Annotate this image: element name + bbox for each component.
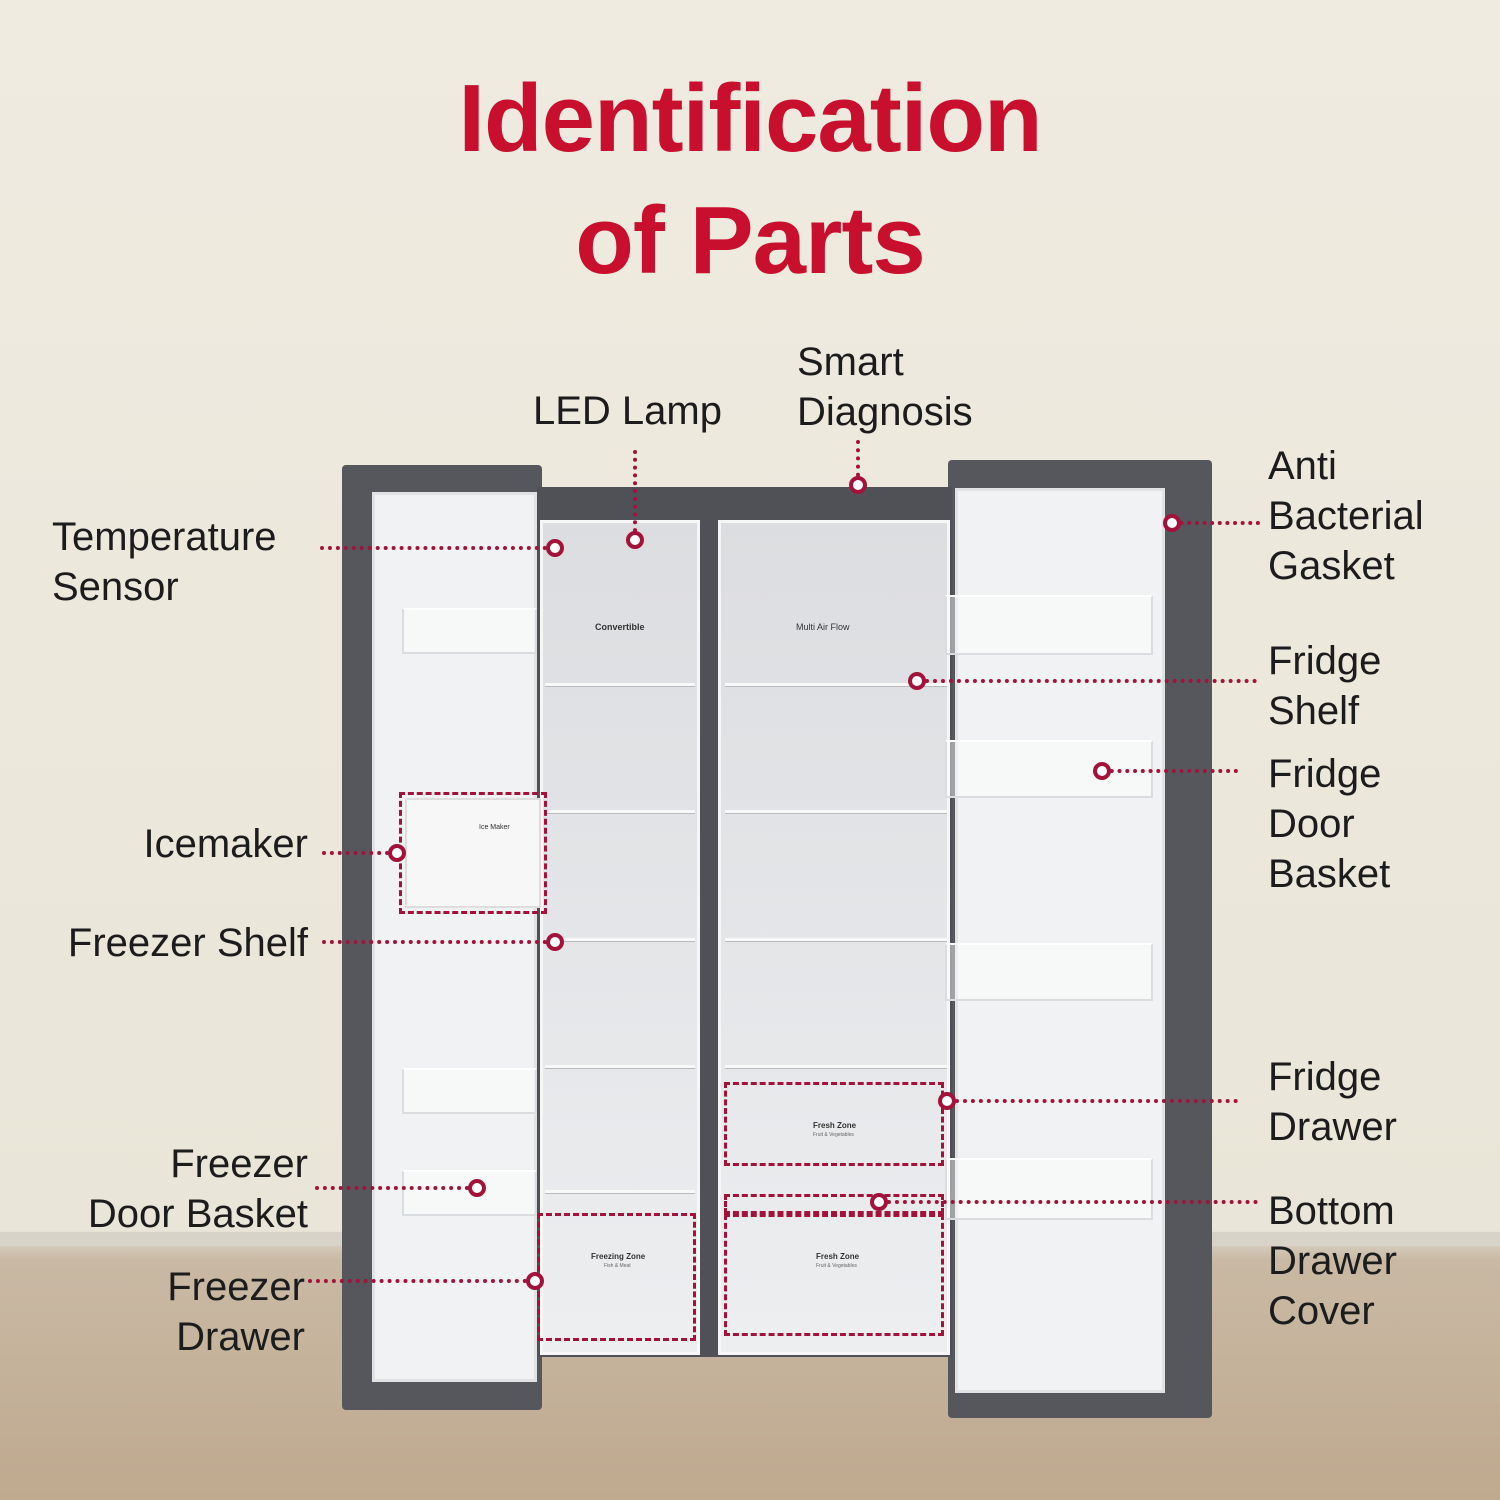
- smart-diagnosis-marker: [849, 476, 867, 494]
- callout-leader-line: [633, 450, 637, 540]
- door-bin: [402, 1170, 537, 1216]
- label-freezer-door-basket: Freezer Door Basket: [87, 1142, 308, 1236]
- door-bin: [402, 608, 537, 654]
- label-fridge-drawer: Fridge Drawer: [1268, 1055, 1397, 1149]
- callout-leader-line: [1172, 521, 1260, 525]
- callout-leader-line: [322, 851, 397, 855]
- callout-leader-line: [1102, 769, 1238, 773]
- led-lamp-marker: [626, 531, 644, 549]
- door-bin: [945, 943, 1153, 1001]
- fridge-drawer-highlight: [724, 1082, 944, 1166]
- shelf: [725, 1065, 947, 1069]
- freezer-drawer-marker: [526, 1272, 544, 1290]
- callout-leader-line: [322, 940, 555, 944]
- label-bottom-drawer-cover: Bottom Drawer Cover: [1268, 1189, 1397, 1333]
- page-title-line2: of Parts: [575, 187, 925, 294]
- callout-leader-line: [879, 1200, 1258, 1204]
- freezer-drawer-highlight: [537, 1213, 696, 1341]
- label-led-lamp: LED Lamp: [533, 389, 722, 433]
- gasket-marker: [1163, 514, 1181, 532]
- icemaker-marker: [388, 844, 406, 862]
- freezer-shelf-marker: [546, 933, 564, 951]
- label-anti-bacterial-gasket: Anti Bacterial Gasket: [1268, 444, 1424, 588]
- shelf: [725, 938, 947, 942]
- callout-leader-line: [308, 1279, 535, 1283]
- shelf: [545, 1190, 695, 1194]
- shelf: [725, 810, 947, 814]
- freezing-zone-sub: Fish & Meat: [604, 1263, 631, 1269]
- temperature-sensor-marker: [546, 539, 564, 557]
- door-bin: [402, 1068, 537, 1114]
- label-fridge-door-basket: Fridge Door Basket: [1268, 752, 1391, 896]
- door-bin: [945, 1158, 1153, 1220]
- fridge-door-liner: [955, 488, 1165, 1393]
- door-bin: [945, 595, 1153, 655]
- multi-air-flow-label: Multi Air Flow: [796, 622, 850, 632]
- icemaker-unit: [405, 798, 541, 908]
- ice-maker-label: Ice Maker: [479, 824, 510, 831]
- fresh-zone-top-sub: Fruit & Vegetables: [813, 1132, 854, 1138]
- fridge-door-basket-marker: [1093, 762, 1111, 780]
- fridge-drawer-marker: [938, 1092, 956, 1110]
- fridge-shelf-marker: [908, 672, 926, 690]
- label-temperature-sensor: Temperature Sensor: [52, 515, 277, 609]
- callout-leader-line: [320, 546, 555, 550]
- label-freezer-shelf: Freezer Shelf: [67, 921, 308, 965]
- fresh-zone-bottom-sub: Fruit & Vegetables: [816, 1263, 857, 1269]
- label-fridge-shelf: Fridge Shelf: [1268, 639, 1382, 733]
- shelf: [545, 683, 695, 687]
- shelf: [545, 1065, 695, 1069]
- icemaker-highlight: [399, 792, 547, 914]
- freezer-door-basket-marker: [468, 1179, 486, 1197]
- label-smart-diagnosis: Smart Diagnosis: [797, 340, 973, 434]
- freezer-door-liner: [372, 492, 537, 1382]
- bottom-drawer-cover-marker: [870, 1193, 888, 1211]
- fresh-zone-top-label: Fresh Zone: [813, 1121, 857, 1130]
- shelf: [545, 938, 695, 942]
- bottom-drawer-cover-highlight: [724, 1194, 944, 1214]
- callout-leader-line: [315, 1186, 477, 1190]
- callout-leader-line: [856, 440, 860, 485]
- label-freezer-drawer: Freezer Drawer: [167, 1265, 305, 1359]
- label-icemaker: Icemaker: [143, 822, 309, 866]
- shelf: [725, 683, 947, 687]
- fresh-zone-bottom-label: Fresh Zone: [816, 1252, 860, 1261]
- shelf: [545, 810, 695, 814]
- freezing-zone-label: Freezing Zone: [591, 1252, 646, 1261]
- bottom-drawer-highlight: [724, 1214, 944, 1336]
- callout-leader-line: [947, 1099, 1238, 1103]
- page-title-line1: Identification: [458, 65, 1042, 172]
- convertible-label: Convertible: [595, 622, 645, 632]
- callout-leader-line: [917, 679, 1257, 683]
